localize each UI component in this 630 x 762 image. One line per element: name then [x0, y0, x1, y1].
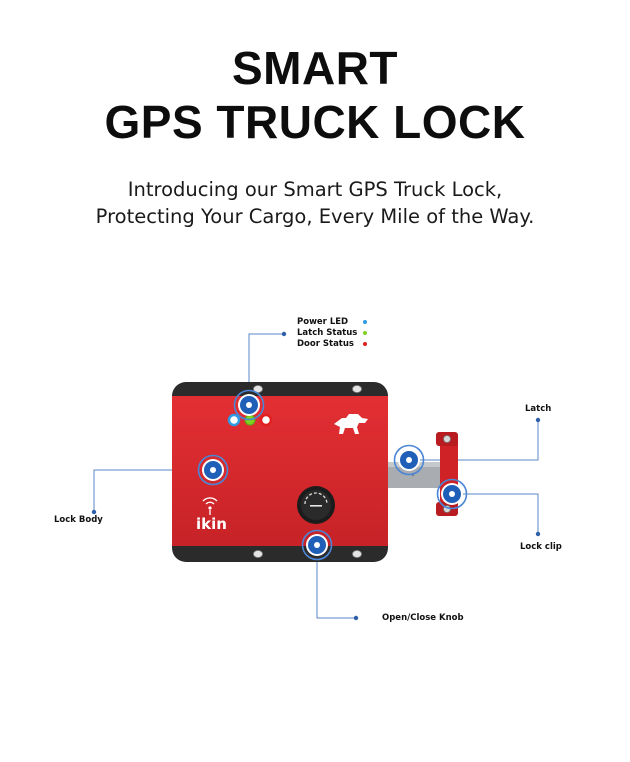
subtitle-line-1: Introducing our Smart GPS Truck Lock, — [127, 178, 503, 201]
subtitle-line-2: Protecting Your Cargo, Every Mile of the… — [95, 205, 535, 228]
latch-status-dot-icon — [363, 331, 367, 335]
hotspot-lock-clip — [436, 478, 468, 510]
leader-line-leds — [248, 333, 284, 405]
hotspot-lock-body — [197, 454, 229, 486]
hotspot-latch — [393, 444, 425, 476]
door-status-dot-icon — [363, 342, 367, 346]
lion-emblem-icon — [334, 414, 368, 434]
knob-label: Open/Close Knob — [382, 613, 464, 623]
hotspots — [197, 389, 468, 561]
open-close-knob — [297, 486, 335, 524]
legend-door-status: Door Status — [297, 339, 354, 349]
latch-label: Latch — [525, 404, 552, 414]
leader-line-latch — [409, 420, 539, 461]
hotspot-knob — [301, 529, 333, 561]
legend-latch-status: Latch Status — [297, 328, 358, 338]
signal-icon — [202, 497, 218, 515]
legend-power-led: Power LED — [297, 317, 349, 327]
page-title-line-2: GPS TRUCK LOCK — [104, 96, 526, 148]
brand-label: ikin — [196, 515, 227, 533]
lock-clip-label: Lock clip — [520, 542, 562, 552]
led-indicators — [227, 413, 273, 427]
leader-line-lock-clip — [452, 493, 539, 534]
callout-endpoints — [91, 331, 541, 621]
power-led-dot-icon — [363, 320, 367, 324]
callout-lines — [93, 333, 539, 619]
lock-body-label: Lock Body — [54, 515, 103, 525]
leader-line-knob — [316, 545, 356, 619]
page-title-line-1: SMART — [231, 42, 399, 94]
hotspot-leds — [233, 389, 265, 421]
